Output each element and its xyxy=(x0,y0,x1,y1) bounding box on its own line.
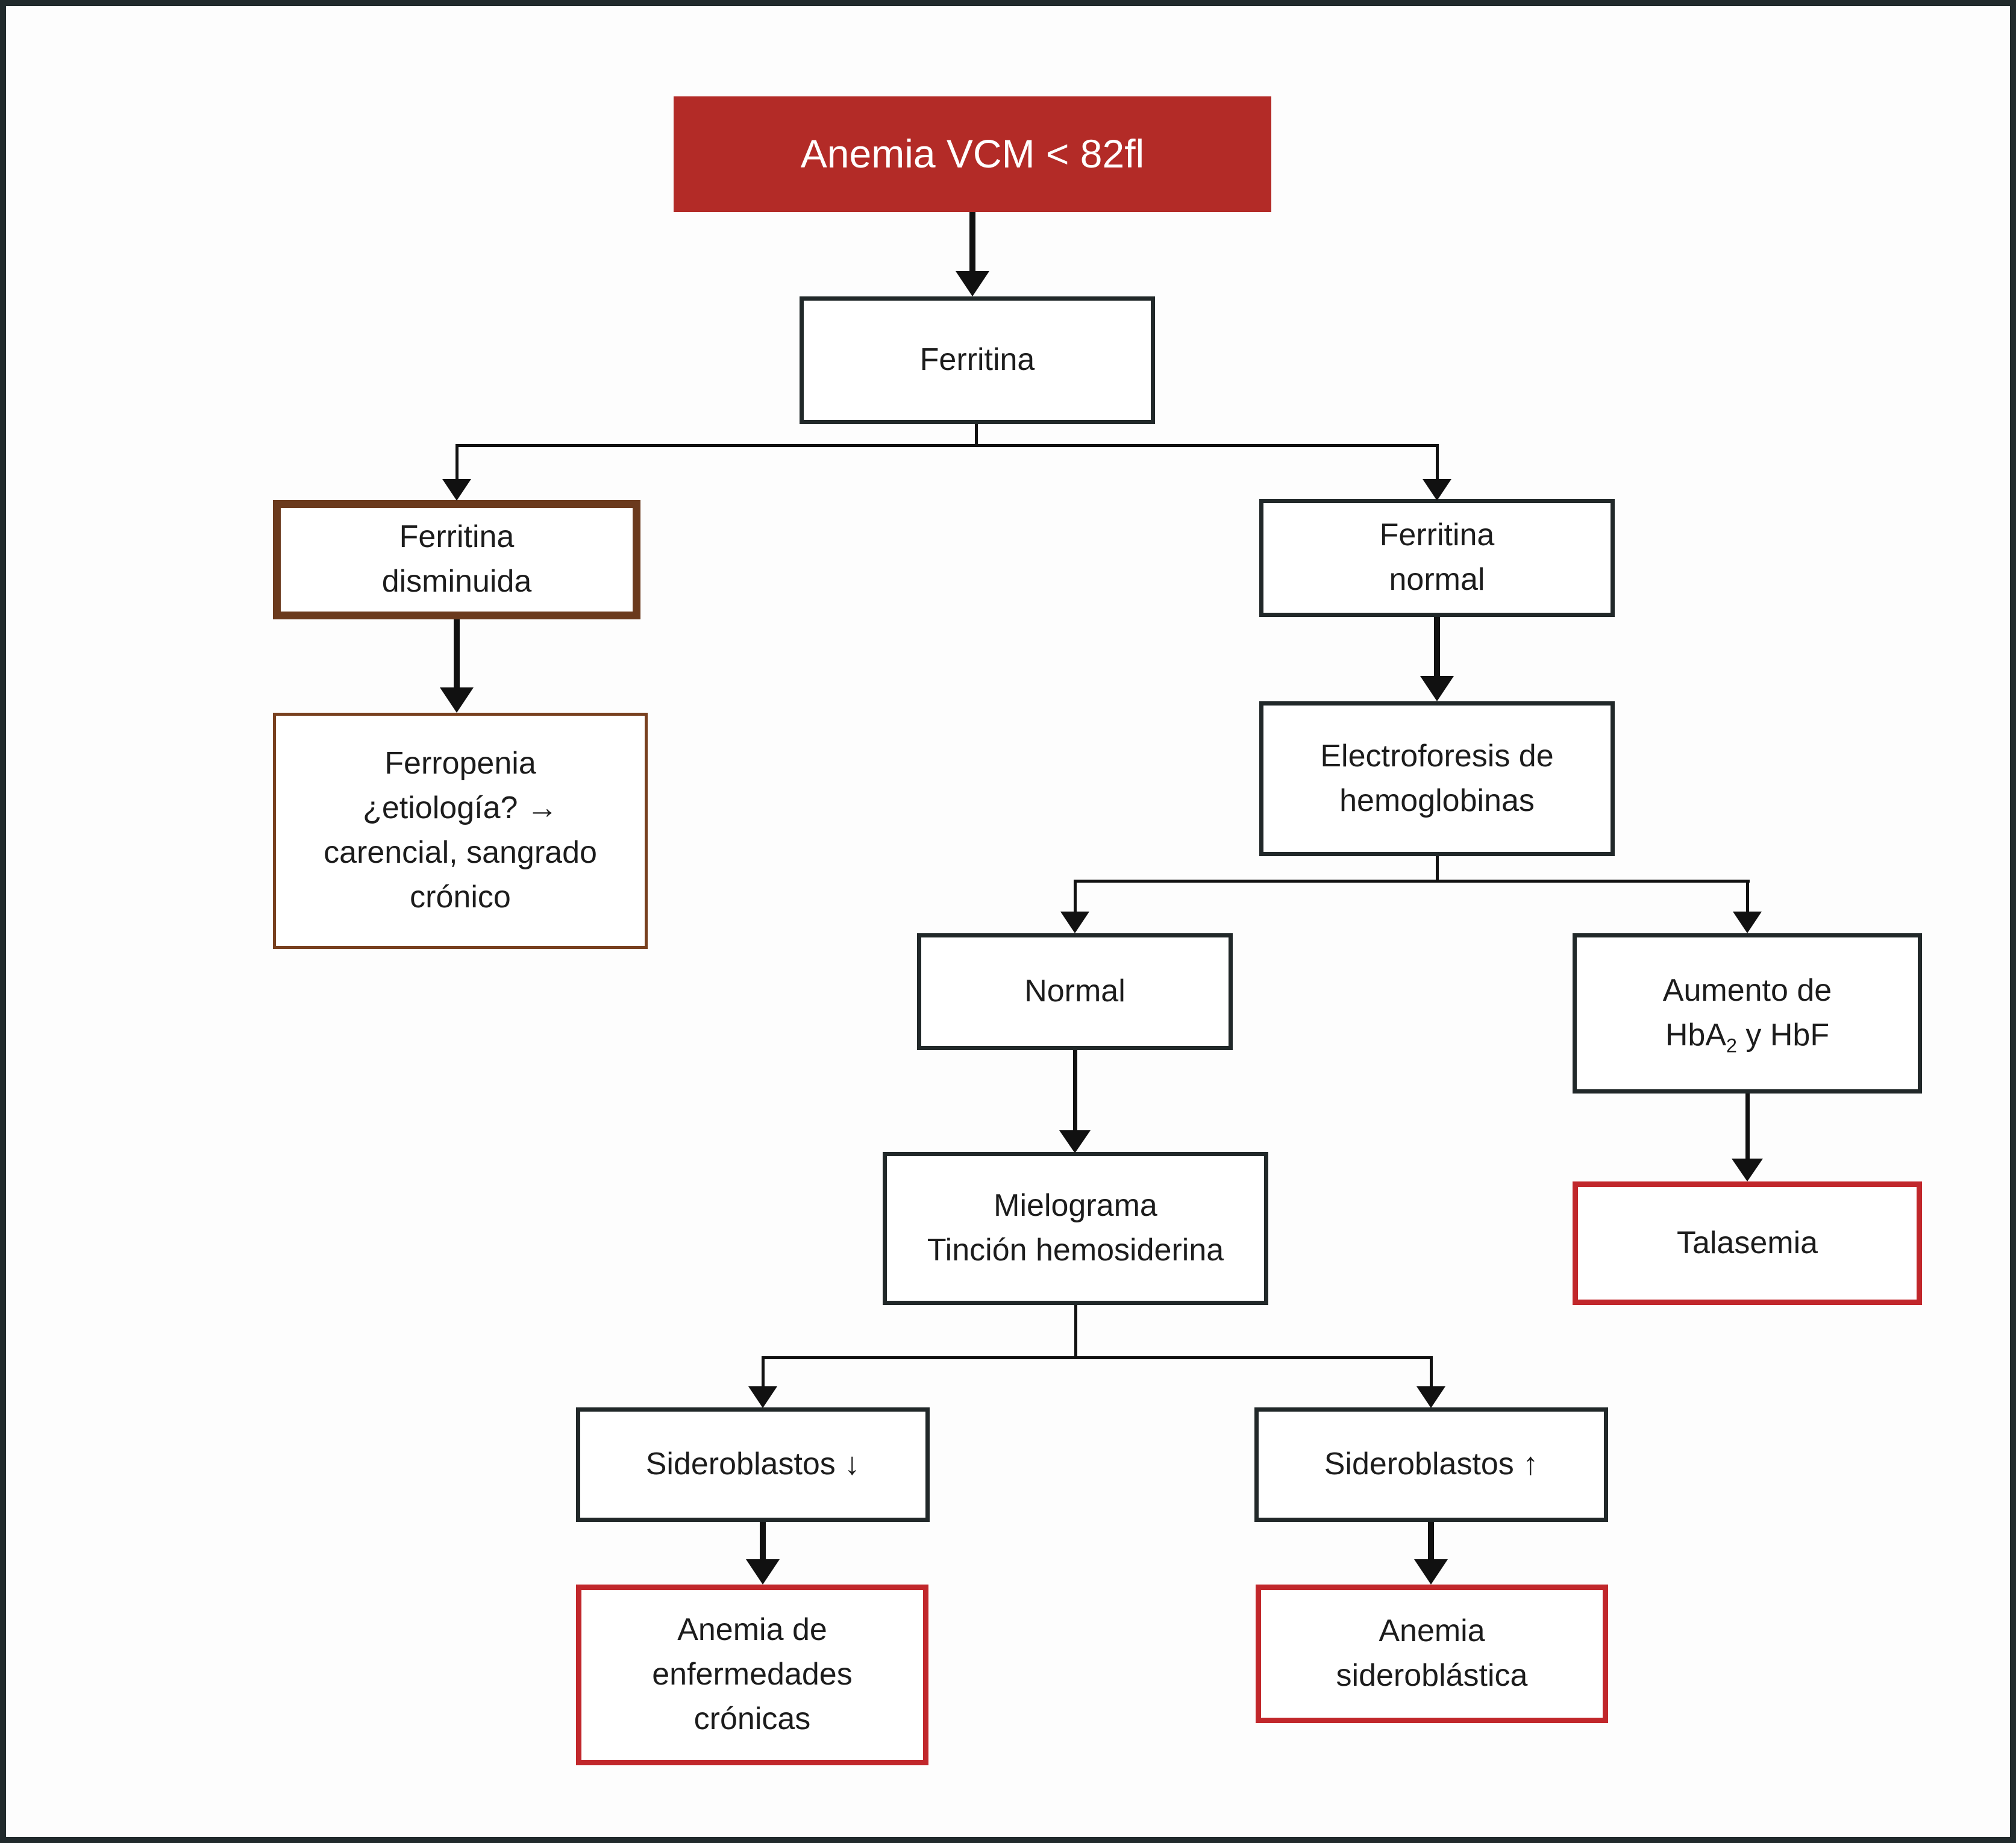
node-ferritina-normal: Ferritina normal xyxy=(1259,499,1615,617)
node-electroforesis-line1: Electroforesis de xyxy=(1320,738,1554,774)
connector-drop-normal xyxy=(1436,444,1439,480)
connector-mielograma-split xyxy=(762,1356,1433,1359)
connector-drop-electroforesis-normal xyxy=(1074,880,1077,913)
node-anemia-sideroblastica-line1: Anemia xyxy=(1379,1613,1485,1649)
node-electroforesis-normal: Normal xyxy=(917,933,1233,1050)
connector-drop-disminuida xyxy=(455,444,459,480)
arrow-disminuida-to-ferropenia-shaft xyxy=(454,619,460,689)
arrow-title-to-ferritina-shaft xyxy=(969,212,975,272)
connector-ferritina-stub xyxy=(975,424,978,446)
node-ferritina-disminuida-line1: Ferritina xyxy=(399,519,515,555)
node-sideroblastos-aumentados-label: Sideroblastos ↑ xyxy=(1324,1447,1539,1482)
arrow-aumento-to-talasemia-shaft xyxy=(1745,1094,1750,1160)
arrow-sideroblastos-disminuidos-shaft xyxy=(760,1522,766,1560)
arrow-sideroblastos-aumentados-head xyxy=(1414,1559,1448,1585)
node-ferropenia-line3: carencial, sangrado xyxy=(324,835,597,870)
node-anemia-sideroblastica-line2: sideroblástica xyxy=(1336,1658,1528,1693)
connector-electroforesis-stub xyxy=(1436,856,1439,881)
arrow-normal-to-mielograma-head xyxy=(1059,1130,1091,1153)
node-electroforesis-line2: hemoglobinas xyxy=(1339,783,1535,818)
arrow-sideroblastos-aumentados-shaft xyxy=(1428,1522,1434,1560)
connector-drop-sideroblastos-disminuidos xyxy=(762,1356,765,1388)
node-ferropenia-line1: Ferropenia xyxy=(384,746,536,781)
node-anemia-enfermedades-cronicas: Anemia de enfermedades crónicas xyxy=(576,1585,928,1765)
node-aumento-hba2-hbf: Aumento de HbA2 y HbF xyxy=(1573,933,1922,1094)
arrow-to-normal-head xyxy=(1060,912,1089,933)
arrow-to-sideroblastos-disminuidos-head xyxy=(748,1386,777,1408)
node-talasemia-label: Talasemia xyxy=(1676,1225,1818,1260)
node-electroforesis: Electroforesis de hemoglobinas xyxy=(1259,701,1615,856)
node-sideroblastos-aumentados: Sideroblastos ↑ xyxy=(1254,1407,1608,1522)
node-mielograma-line2: Tinción hemosiderina xyxy=(927,1233,1224,1268)
node-anemia-cronicas-line1: Anemia de xyxy=(677,1612,827,1648)
connector-electroforesis-split xyxy=(1074,880,1750,883)
arrow-to-aumento-head xyxy=(1733,912,1762,933)
arrow-to-ferritina-normal-head xyxy=(1423,479,1451,501)
node-ferritina-normal-line1: Ferritina xyxy=(1379,518,1495,553)
node-electroforesis-normal-label: Normal xyxy=(1024,974,1125,1009)
node-aumento-line1: Aumento de xyxy=(1662,973,1832,1009)
arrow-normal-to-electroforesis-head xyxy=(1420,676,1454,701)
connector-drop-sideroblastos-aumentados xyxy=(1430,1356,1433,1388)
node-ferritina-label: Ferritina xyxy=(919,342,1035,378)
node-ferritina: Ferritina xyxy=(800,296,1155,424)
arrow-disminuida-to-ferropenia-head xyxy=(440,687,474,713)
connector-ferritina-split xyxy=(455,444,1439,447)
node-ferropenia: Ferropenia ¿etiología? → carencial, sang… xyxy=(273,713,648,949)
node-talasemia: Talasemia xyxy=(1573,1181,1922,1305)
node-title-anemia-vcm: Anemia VCM < 82fl xyxy=(674,96,1271,212)
connector-drop-aumento xyxy=(1746,880,1749,913)
node-anemia-cronicas-line2: enfermedades xyxy=(652,1657,853,1692)
node-ferritina-disminuida: Ferritina disminuida xyxy=(273,500,640,619)
node-mielograma-line1: Mielograma xyxy=(994,1188,1157,1224)
node-ferropenia-line4: crónico xyxy=(410,879,511,915)
arrow-aumento-to-talasemia-head xyxy=(1732,1159,1763,1181)
node-anemia-cronicas-line3: crónicas xyxy=(693,1701,811,1736)
node-ferritina-disminuida-line2: disminuida xyxy=(381,564,532,599)
arrow-to-sideroblastos-aumentados-head xyxy=(1417,1386,1445,1408)
node-mielograma: Mielograma Tinción hemosiderina xyxy=(883,1152,1268,1305)
hbf-text: y HbF xyxy=(1736,1018,1830,1053)
node-ferropenia-line2: ¿etiología? → xyxy=(363,790,558,826)
arrow-normal-to-electroforesis-shaft xyxy=(1434,617,1440,677)
hba-subscript: 2 xyxy=(1726,1034,1737,1057)
node-title-label: Anemia VCM < 82fl xyxy=(800,131,1145,177)
node-sideroblastos-disminuidos-label: Sideroblastos ↓ xyxy=(645,1447,860,1482)
hba-text: HbA xyxy=(1665,1018,1727,1053)
arrow-normal-to-mielograma-shaft xyxy=(1073,1050,1077,1131)
node-aumento-line2: HbA2 y HbF xyxy=(1665,1013,1829,1058)
connector-mielograma-stub xyxy=(1074,1305,1077,1358)
arrow-to-disminuida-head xyxy=(442,479,471,501)
node-anemia-sideroblastica: Anemia sideroblástica xyxy=(1256,1585,1608,1723)
arrow-title-to-ferritina-head xyxy=(956,271,989,296)
node-sideroblastos-disminuidos: Sideroblastos ↓ xyxy=(576,1407,930,1522)
arrow-sideroblastos-disminuidos-head xyxy=(746,1559,780,1585)
node-ferritina-normal-line2: normal xyxy=(1389,562,1485,597)
